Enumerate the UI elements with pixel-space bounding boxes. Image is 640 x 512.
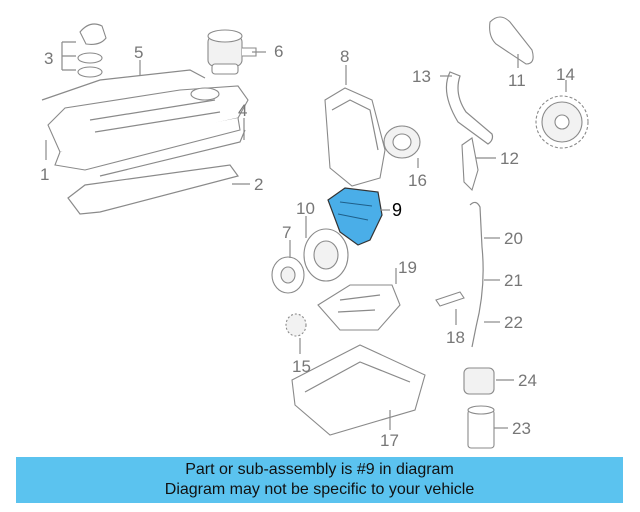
part-8-timing-cover <box>324 87 386 187</box>
callout-12: 12 <box>500 149 519 168</box>
callout-15: 15 <box>292 357 311 376</box>
callout-21: 21 <box>504 271 523 290</box>
part-14-camshaft-sprocket <box>535 95 589 149</box>
callout-14: 14 <box>556 65 575 84</box>
callout-10: 10 <box>296 199 315 218</box>
part-18-clip <box>435 291 465 307</box>
callout-18: 18 <box>446 328 465 347</box>
part-10-seal-flange <box>303 228 349 282</box>
callout-13: 13 <box>412 67 431 86</box>
part-23-oil-filter <box>467 405 495 449</box>
callout-3: 3 <box>44 49 53 68</box>
part-7-crankshaft-pulley <box>271 256 305 294</box>
part-11-upper-cover <box>489 16 534 65</box>
callout-23: 23 <box>512 419 531 438</box>
part-12-bracket <box>461 137 479 192</box>
part-20-dipstick-tube <box>469 201 484 348</box>
callout-17: 17 <box>380 431 399 450</box>
leader-lines <box>45 51 567 430</box>
callout-5: 5 <box>134 43 143 62</box>
callout-9: 9 <box>392 200 402 220</box>
callout-2: 2 <box>254 175 263 194</box>
part-2-valve-cover-gasket <box>67 129 246 215</box>
callout-7: 7 <box>282 223 291 242</box>
part-19-oil-pump <box>317 284 401 331</box>
callout-4: 4 <box>238 101 247 120</box>
part-15-crank-sprocket <box>285 313 307 337</box>
callout-16: 16 <box>408 171 427 190</box>
callout-1: 1 <box>40 165 49 184</box>
callout-11: 11 <box>508 71 526 90</box>
callout-24: 24 <box>518 371 537 390</box>
part-13-timing-belt <box>445 71 494 145</box>
part-16-tensioner-pulley <box>383 125 421 159</box>
callout-19: 19 <box>398 258 417 277</box>
callout-22: 22 <box>504 313 523 332</box>
callout-6: 6 <box>274 42 283 61</box>
callout-20: 20 <box>504 229 523 248</box>
part-1-valve-cover <box>41 69 249 171</box>
parts-diagram: 1 2 3 4 5 6 7 8 9 10 11 12 13 14 15 16 1… <box>40 16 589 450</box>
part-3-oil-filler-cap <box>61 23 107 78</box>
part-24-oil-filter-housing <box>463 367 495 395</box>
banner-line-1: Part or sub-assembly is #9 in diagram <box>185 461 454 478</box>
part-17-oil-pan <box>291 344 426 436</box>
banner-line-2: Diagram may not be specific to your vehi… <box>164 481 475 498</box>
part-9-highlighted-cover <box>327 187 383 246</box>
info-banner: Part or sub-assembly is #9 in diagram Di… <box>16 457 623 503</box>
callout-8: 8 <box>340 47 349 66</box>
part-6-oil-filler-neck <box>207 29 257 75</box>
